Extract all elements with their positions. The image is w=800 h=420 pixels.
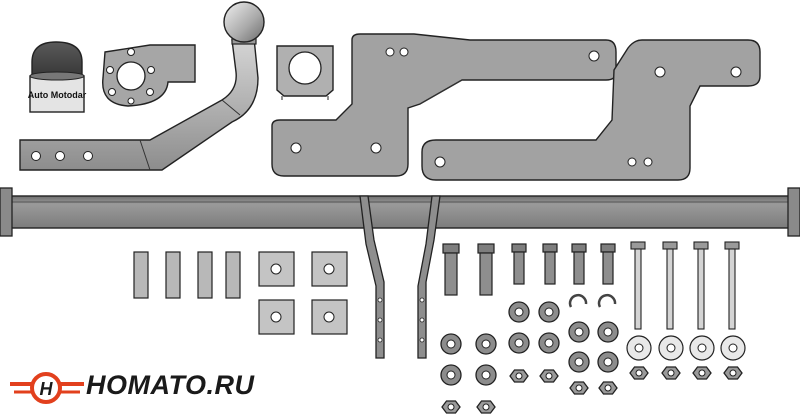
ball-cap-icon: Auto Motodar (28, 41, 87, 113)
large-washers (626, 335, 746, 361)
washer-icon (440, 301, 619, 386)
logo-mark-letter: H (40, 379, 54, 399)
ball-cap-label: Auto Motodar (28, 90, 87, 100)
side-bracket-right (421, 39, 761, 181)
thin-bolts (630, 241, 740, 330)
bolt-icon (442, 243, 495, 296)
cross-beam (0, 187, 800, 237)
spring-washers (568, 293, 617, 309)
plate-washers (258, 251, 348, 335)
short-bolts (511, 243, 616, 285)
brand-logo-mark: H (10, 372, 84, 404)
tow-ball-icon (223, 1, 265, 43)
spacer-tubes (133, 251, 241, 299)
socket-plate-icon (102, 44, 196, 107)
brand-name: HOMATO.RU (86, 370, 255, 400)
strap-left (359, 195, 385, 359)
strap-right (417, 195, 441, 359)
side-bracket-left (271, 33, 617, 177)
small-bracket (276, 45, 334, 100)
